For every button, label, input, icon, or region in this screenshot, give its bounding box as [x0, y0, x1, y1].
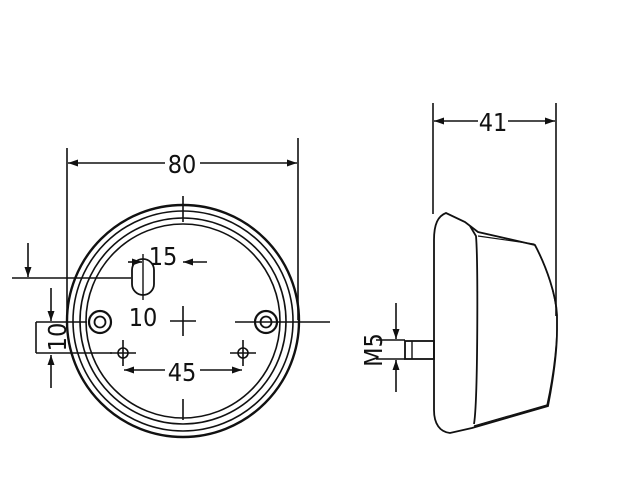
mounting-hole-left — [87, 309, 113, 335]
lamp-body — [433, 212, 558, 434]
small-hole-right — [230, 340, 256, 366]
small-hole-left — [110, 340, 136, 366]
lamp-rim-edge — [469, 225, 479, 425]
dim-thread — [376, 303, 405, 392]
threaded-stud — [404, 340, 435, 360]
dim-label-overall-width: 80 — [168, 150, 197, 179]
dim-depth — [432, 103, 557, 316]
dim-label-vertical-offset: 10 — [43, 323, 72, 352]
dim-label-depth: 41 — [479, 108, 508, 137]
dim-hole-vertical — [24, 243, 55, 388]
dim-overall-width — [66, 138, 299, 320]
lamp-lens — [473, 235, 558, 427]
dim-vertical-offset — [35, 322, 112, 354]
center-mark — [170, 196, 196, 420]
side-view — [404, 212, 558, 434]
dim-label-hole-diameter: 10 — [129, 303, 158, 332]
dim-label-hole-spacing: 45 — [168, 358, 197, 387]
dim-label-hole-offset: 15 — [149, 242, 178, 271]
dim-label-thread: M5 — [359, 333, 388, 367]
front-view — [12, 196, 330, 439]
